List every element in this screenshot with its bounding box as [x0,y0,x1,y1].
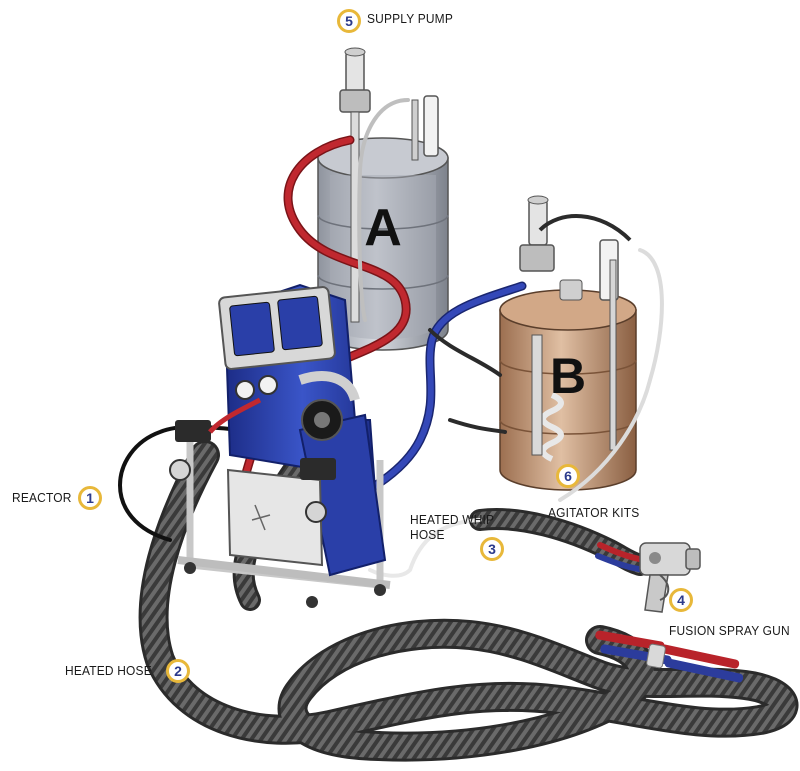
drum-a-letter: A [364,199,402,257]
marker-5: 5 [337,9,361,33]
marker-1: 1 [78,486,102,510]
label-reactor: REACTOR [12,490,72,505]
marker-4: 4 [669,588,693,612]
label-fusion-spray-gun: FUSION SPRAY GUN [669,623,790,638]
marker-6: 6 [556,464,580,488]
supply-pump-b [519,195,632,451]
label-heated-whip-hose-line1: HEATED WHIP [410,512,495,527]
reactor-unit [169,283,391,608]
hose-connectors [595,630,744,683]
label-heated-whip-hose-line2: HOSE [410,527,445,542]
label-agitator-kits: AGITATOR KITS [548,505,640,520]
label-heated-hose: HEATED HOSE [65,663,152,678]
marker-3: 3 [480,537,504,561]
fusion-spray-gun [639,542,701,613]
marker-2: 2 [166,659,190,683]
label-supply-pump: SUPPLY PUMP [367,11,454,26]
drum-b-letter: B [550,348,586,404]
